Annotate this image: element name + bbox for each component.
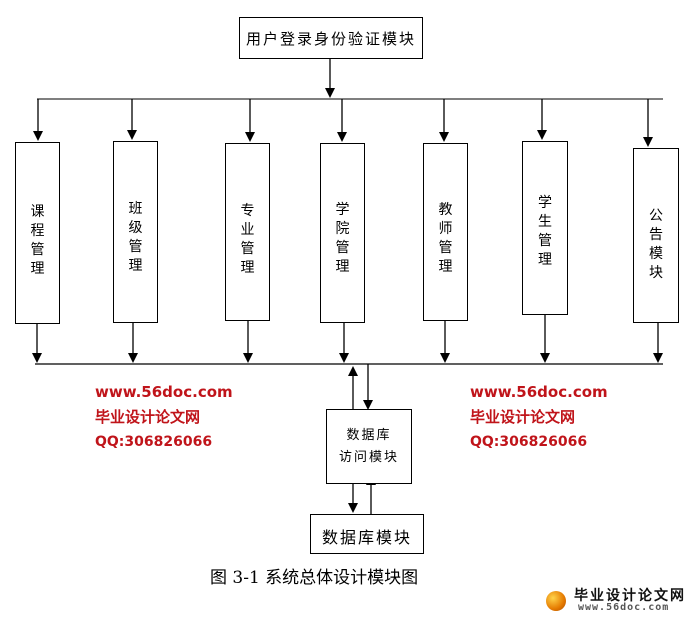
arrowhead-down: [653, 353, 663, 363]
arrowhead-down: [537, 130, 547, 140]
module-label: 公告模块: [634, 207, 678, 283]
watermark-site: 毕业设计论文网: [95, 408, 201, 426]
arrowhead-down: [348, 503, 358, 513]
logo-globe-icon: [546, 591, 566, 611]
module-box-class: 班级管理: [113, 141, 158, 323]
label-char: 公: [649, 208, 663, 224]
label-char: 教: [438, 202, 453, 218]
module-label: 教师管理: [424, 201, 467, 277]
module-box-notice: 公告模块: [633, 148, 679, 323]
arrowhead-down: [32, 353, 42, 363]
label-char: 管: [335, 240, 350, 256]
label-char: 级: [128, 220, 143, 236]
watermark-url: www.56doc.com: [95, 383, 233, 401]
label-char: 院: [335, 221, 350, 237]
label-char: 理: [438, 259, 453, 275]
db-access-label-line1: 数据库: [346, 428, 392, 443]
label-char: 块: [649, 265, 663, 281]
watermark-qq: QQ:306826066: [95, 434, 213, 450]
figure-caption: 图 3-1 系统总体设计模块图: [210, 568, 419, 588]
label-char: 学: [335, 202, 350, 218]
label-char: 班: [128, 201, 143, 217]
label-char: 理: [335, 259, 350, 275]
top-drop-arrows: [33, 99, 653, 147]
module-box-student: 学生管理: [522, 141, 568, 315]
arrowhead-down: [127, 130, 137, 140]
arrowhead-up: [348, 366, 358, 376]
module-box-college: 学院管理: [320, 143, 365, 323]
label-char: 管: [30, 242, 45, 258]
module-label: 学院管理: [321, 201, 364, 277]
label-char: 理: [240, 260, 255, 276]
label-char: 管: [538, 233, 552, 249]
arrowhead-down: [243, 353, 253, 363]
arrowhead-down: [325, 88, 335, 98]
arrowhead-down: [540, 353, 550, 363]
module-box-teacher: 教师管理: [423, 143, 468, 321]
label-char: 理: [128, 258, 143, 274]
label-char: 专: [240, 203, 255, 219]
watermark-qq-2: QQ:306826066: [470, 434, 588, 450]
arrowhead-down: [245, 132, 255, 142]
arrowhead-down: [337, 132, 347, 142]
watermark-site-2: 毕业设计论文网: [470, 408, 576, 426]
root-module-box: 用户登录身份验证模块: [239, 17, 423, 59]
label-char: 管: [240, 241, 255, 257]
arrowhead-down: [440, 353, 450, 363]
module-label: 课程管理: [16, 203, 59, 279]
module-label: 学生管理: [523, 194, 567, 270]
module-box-major: 专业管理: [225, 143, 270, 321]
label-char: 生: [538, 214, 552, 230]
label-char: 课: [30, 204, 45, 220]
module-label: 专业管理: [226, 202, 269, 278]
module-label: 班级管理: [114, 200, 157, 276]
label-char: 理: [30, 261, 45, 277]
bottom-drop-arrows: [32, 315, 663, 363]
site-logo: 毕业设计论文网 www.56doc.com: [538, 583, 698, 617]
label-char: 学: [538, 195, 552, 211]
arrowhead-down: [363, 400, 373, 410]
label-char: 管: [438, 240, 453, 256]
label-char: 告: [649, 227, 663, 243]
logo-title: 毕业设计论文网: [574, 588, 686, 604]
arrowhead-down: [643, 137, 653, 147]
db-access-module-box: 数据库 访问模块: [326, 409, 412, 484]
arrowhead-down: [439, 132, 449, 142]
label-char: 业: [240, 222, 255, 238]
label-char: 师: [438, 221, 453, 237]
arrowhead-down: [33, 131, 43, 141]
watermark-url-2: www.56doc.com: [470, 383, 608, 401]
logo-url: www.56doc.com: [578, 602, 670, 613]
label-char: 理: [538, 252, 552, 268]
label-char: 管: [128, 239, 143, 255]
label-char: 模: [649, 246, 663, 262]
arrowhead-down: [128, 353, 138, 363]
module-box-course: 课程管理: [15, 142, 60, 324]
label-char: 程: [30, 223, 45, 239]
db-module-box: 数据库模块: [310, 514, 424, 554]
db-module-label: 数据库模块: [321, 528, 412, 547]
arrowhead-down: [339, 353, 349, 363]
db-access-label-line2: 访问模块: [338, 450, 399, 465]
root-module-label: 用户登录身份验证模块: [245, 30, 416, 48]
